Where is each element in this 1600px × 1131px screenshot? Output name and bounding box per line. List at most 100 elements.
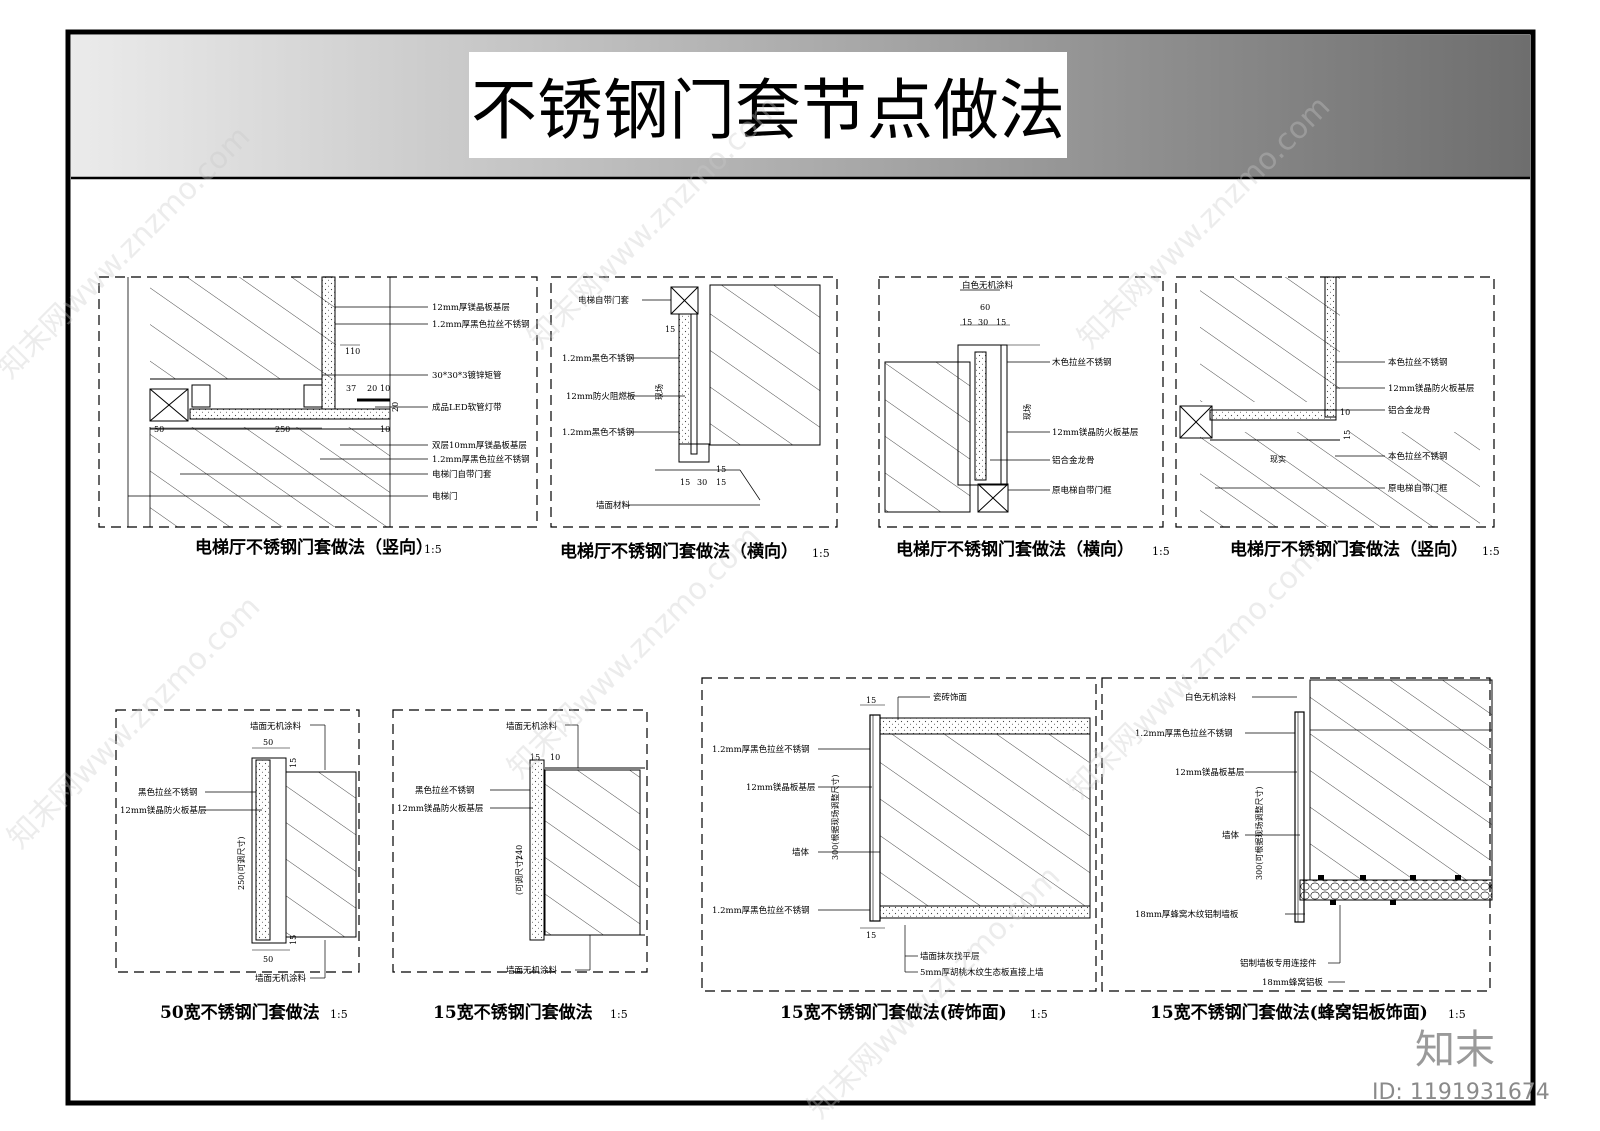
page-title: 不锈钢门套节点做法 (471, 72, 1065, 149)
svg-text:50: 50 (263, 955, 273, 964)
svg-text:白色无机涂料: 白色无机涂料 (962, 280, 1014, 291)
svg-text:铝合金龙骨: 铝合金龙骨 (1052, 455, 1095, 466)
svg-text:1:5: 1:5 (812, 547, 830, 560)
watermark-logo: 知末 (1415, 1027, 1495, 1073)
svg-text:15: 15 (866, 696, 876, 705)
detail-3-caption: 电梯厅不锈钢门套做法（横向） (896, 539, 1134, 560)
svg-text:墙面无机涂料: 墙面无机涂料 (255, 973, 307, 984)
svg-text:木色拉丝不锈钢: 木色拉丝不锈钢 (1052, 357, 1112, 368)
svg-text:50: 50 (263, 738, 273, 747)
svg-text:现场: 现场 (655, 384, 664, 400)
detail-4: 10 15 现实 本色拉丝不锈钢 12mm镁晶防火板基层 铝合金龙骨 本色拉丝不… (1175, 276, 1500, 560)
svg-text:1.2mm黑色不锈钢: 1.2mm黑色不锈钢 (562, 353, 634, 364)
svg-text:15: 15 (665, 325, 675, 334)
svg-text:1.2mm厚黑色拉丝不锈钢: 1.2mm厚黑色拉丝不锈钢 (712, 905, 810, 916)
svg-text:原电梯自带门框: 原电梯自带门框 (1052, 485, 1112, 496)
svg-text:15: 15 (962, 318, 972, 327)
svg-text:电梯门: 电梯门 (432, 491, 458, 502)
detail-7: 15 300(根据现场调整尺寸) 15 瓷砖饰面 1.2mm厚黑色拉丝不锈钢 1… (701, 677, 1097, 1023)
svg-text:黑色拉丝不锈钢: 黑色拉丝不锈钢 (138, 787, 198, 798)
svg-text:(可调尺寸): (可调尺寸) (514, 857, 524, 895)
svg-text:墙面抹灰找平层: 墙面抹灰找平层 (920, 951, 980, 962)
svg-text:30: 30 (978, 318, 988, 327)
svg-text:墙体: 墙体 (1222, 830, 1240, 841)
detail-6-caption: 15宽不锈钢门套做法 (433, 1002, 593, 1023)
svg-text:12mm镁晶防火板基层: 12mm镁晶防火板基层 (120, 805, 206, 816)
svg-text:本色拉丝不锈钢: 本色拉丝不锈钢 (1388, 357, 1448, 368)
svg-text:1:5: 1:5 (1482, 545, 1500, 558)
svg-text:12mm镁晶板基层: 12mm镁晶板基层 (746, 782, 815, 793)
svg-text:15: 15 (530, 753, 540, 762)
detail-7-caption: 15宽不锈钢门套做法(砖饰面) (780, 1002, 1007, 1023)
svg-text:1.2mm厚黑色拉丝不锈钢: 1.2mm厚黑色拉丝不锈钢 (712, 744, 810, 755)
svg-text:30: 30 (697, 478, 707, 487)
svg-text:瓷砖饰面: 瓷砖饰面 (933, 692, 968, 703)
svg-text:300(根据现场调整尺寸): 300(根据现场调整尺寸) (830, 774, 840, 860)
svg-text:1:5: 1:5 (1152, 545, 1170, 558)
svg-text:110: 110 (345, 347, 360, 356)
svg-text:10: 10 (380, 425, 390, 434)
title-box (469, 52, 1067, 158)
svg-text:18mm厚蜂窝木纹铝制墙板: 18mm厚蜂窝木纹铝制墙板 (1135, 909, 1239, 920)
svg-text:10: 10 (380, 384, 390, 393)
detail-6: 15 10 240 (可调尺寸) 墙面无机涂料 黑色拉丝不锈钢 12mm镁晶防火… (392, 709, 648, 1023)
detail-5-caption: 50宽不锈钢门套做法 (160, 1002, 320, 1023)
svg-text:15: 15 (680, 478, 690, 487)
svg-text:12mm镁晶板基层: 12mm镁晶板基层 (1175, 767, 1244, 778)
svg-text:1:5: 1:5 (330, 1008, 348, 1021)
svg-text:50: 50 (154, 425, 164, 434)
svg-text:300(可根据现场调整尺寸): 300(可根据现场调整尺寸) (1254, 786, 1264, 880)
svg-text:15: 15 (289, 935, 298, 945)
detail-2: 电梯自带门套 1.2mm黑色不锈钢 12mm防火阻燃板 1.2mm黑色不锈钢 墙… (550, 276, 838, 562)
svg-text:双层10mm厚镁晶板基层: 双层10mm厚镁晶板基层 (432, 440, 527, 451)
svg-text:250: 250 (275, 425, 290, 434)
svg-text:15: 15 (716, 465, 726, 474)
detail-8: 300(可根据现场调整尺寸) 白色无机涂料 1.2mm厚黑色拉丝不锈钢 12mm… (1101, 677, 1493, 1023)
svg-text:15: 15 (716, 478, 726, 487)
svg-text:现实: 现实 (1270, 454, 1286, 464)
detail-1-caption: 电梯厅不锈钢门套做法（竖向） (195, 537, 433, 558)
watermark-id: ID: 1191931674 (1372, 1080, 1550, 1105)
svg-text:黑色拉丝不锈钢: 黑色拉丝不锈钢 (415, 785, 475, 796)
svg-text:墙体: 墙体 (792, 847, 810, 858)
svg-text:240: 240 (515, 845, 524, 860)
svg-text:60: 60 (980, 303, 990, 312)
svg-text:15: 15 (1343, 430, 1352, 440)
svg-text:1:5: 1:5 (1448, 1008, 1466, 1021)
svg-text:1.2mm黑色不锈钢: 1.2mm黑色不锈钢 (562, 427, 634, 438)
svg-text:铝合金龙骨: 铝合金龙骨 (1388, 405, 1431, 416)
svg-text:墙面无机涂料: 墙面无机涂料 (506, 965, 558, 976)
detail-4-caption: 电梯厅不锈钢门套做法（竖向） (1230, 539, 1468, 560)
svg-text:15: 15 (866, 931, 876, 940)
svg-text:白色无机涂料: 白色无机涂料 (1185, 692, 1237, 703)
svg-text:墙面材料: 墙面材料 (596, 500, 631, 511)
detail-5: 50 15 250(可调尺寸) 15 50 墙面无机涂料 黑色拉丝不锈钢 12m… (115, 709, 360, 1023)
detail-3: 60 15 30 15 现场 白色无机涂料 木色拉丝不锈钢 12mm镁晶防火板基… (878, 276, 1170, 560)
svg-text:20: 20 (367, 384, 377, 393)
svg-text:现场: 现场 (1023, 404, 1032, 420)
svg-text:37: 37 (346, 384, 356, 393)
svg-text:原电梯自带门框: 原电梯自带门框 (1388, 483, 1448, 494)
svg-text:12mm镁晶防火板基层: 12mm镁晶防火板基层 (1052, 427, 1138, 438)
svg-text:18mm蜂窝铝板: 18mm蜂窝铝板 (1262, 977, 1323, 988)
svg-text:250(可调尺寸): 250(可调尺寸) (236, 836, 246, 890)
svg-text:12mm镁晶防火板基层: 12mm镁晶防火板基层 (397, 803, 483, 814)
svg-text:1:5: 1:5 (610, 1008, 628, 1021)
svg-text:墙面无机涂料: 墙面无机涂料 (250, 721, 302, 732)
svg-text:12mm镁晶防火板基层: 12mm镁晶防火板基层 (1388, 383, 1474, 394)
svg-text:15: 15 (996, 318, 1006, 327)
svg-text:电梯自带门套: 电梯自带门套 (578, 295, 630, 306)
svg-text:成品LED软管灯带: 成品LED软管灯带 (432, 402, 502, 413)
svg-text:12mm厚镁晶板基层: 12mm厚镁晶板基层 (432, 302, 510, 313)
svg-text:电梯门自带门套: 电梯门自带门套 (432, 469, 492, 480)
svg-text:铝制墙板专用连接件: 铝制墙板专用连接件 (1240, 958, 1317, 969)
svg-text:5mm厚胡桃木纹生态板直接上墙: 5mm厚胡桃木纹生态板直接上墙 (920, 967, 1044, 978)
detail-2-caption: 电梯厅不锈钢门套做法（横向） (560, 541, 798, 562)
svg-text:30*30*3镀锌矩管: 30*30*3镀锌矩管 (432, 370, 502, 381)
svg-text:1:5: 1:5 (1030, 1008, 1048, 1021)
svg-text:1.2mm厚黑色拉丝不锈钢: 1.2mm厚黑色拉丝不锈钢 (1135, 728, 1233, 739)
svg-text:10: 10 (1340, 408, 1350, 417)
svg-text:1:5: 1:5 (424, 543, 442, 556)
svg-text:1.2mm厚黑色拉丝不锈钢: 1.2mm厚黑色拉丝不锈钢 (432, 454, 530, 465)
